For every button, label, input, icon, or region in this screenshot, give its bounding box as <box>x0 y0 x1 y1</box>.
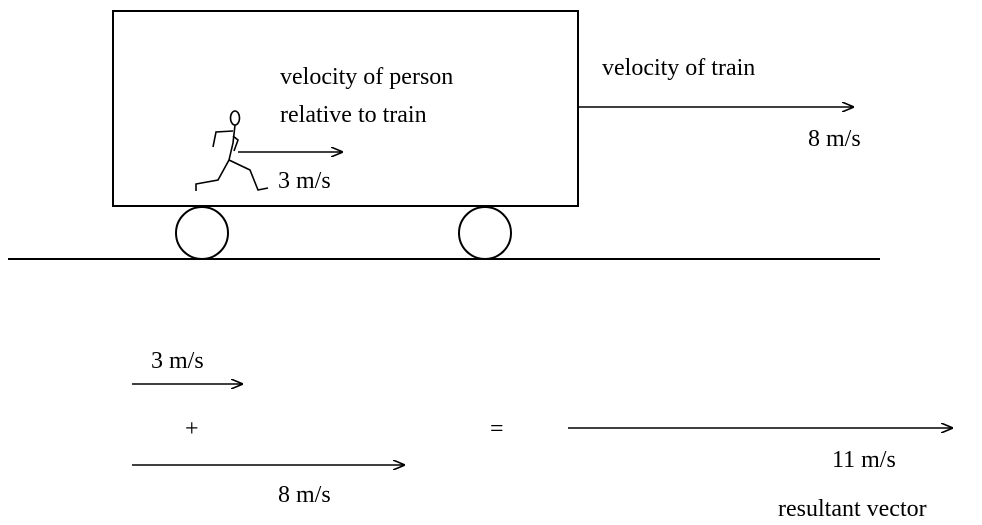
addend-bottom-label: 8 m/s <box>278 482 331 508</box>
resultant-caption: resultant vector <box>778 496 927 522</box>
plus-sign: + <box>185 416 199 442</box>
person-leg-back <box>195 159 230 191</box>
addend-top-label: 3 m/s <box>151 348 204 374</box>
person-velocity-label-line1: velocity of person <box>280 64 453 90</box>
person-head <box>229 110 241 126</box>
train-speed-label: 8 m/s <box>808 126 861 152</box>
resultant-speed-label: 11 m/s <box>832 447 896 473</box>
person-arm-back <box>212 130 234 148</box>
person-speed-label: 3 m/s <box>278 168 331 194</box>
person-torso <box>228 124 236 161</box>
train-velocity-label: velocity of train <box>602 55 755 81</box>
person-leg-front <box>228 159 269 191</box>
train <box>112 10 579 260</box>
train-wheel-right <box>458 206 512 260</box>
train-car-body <box>112 10 579 207</box>
train-wheel-left <box>175 206 229 260</box>
running-person-figure <box>195 110 269 191</box>
person-velocity-label-line2: relative to train <box>280 102 427 128</box>
person-arm-front <box>232 135 239 152</box>
equals-sign: = <box>490 416 504 442</box>
